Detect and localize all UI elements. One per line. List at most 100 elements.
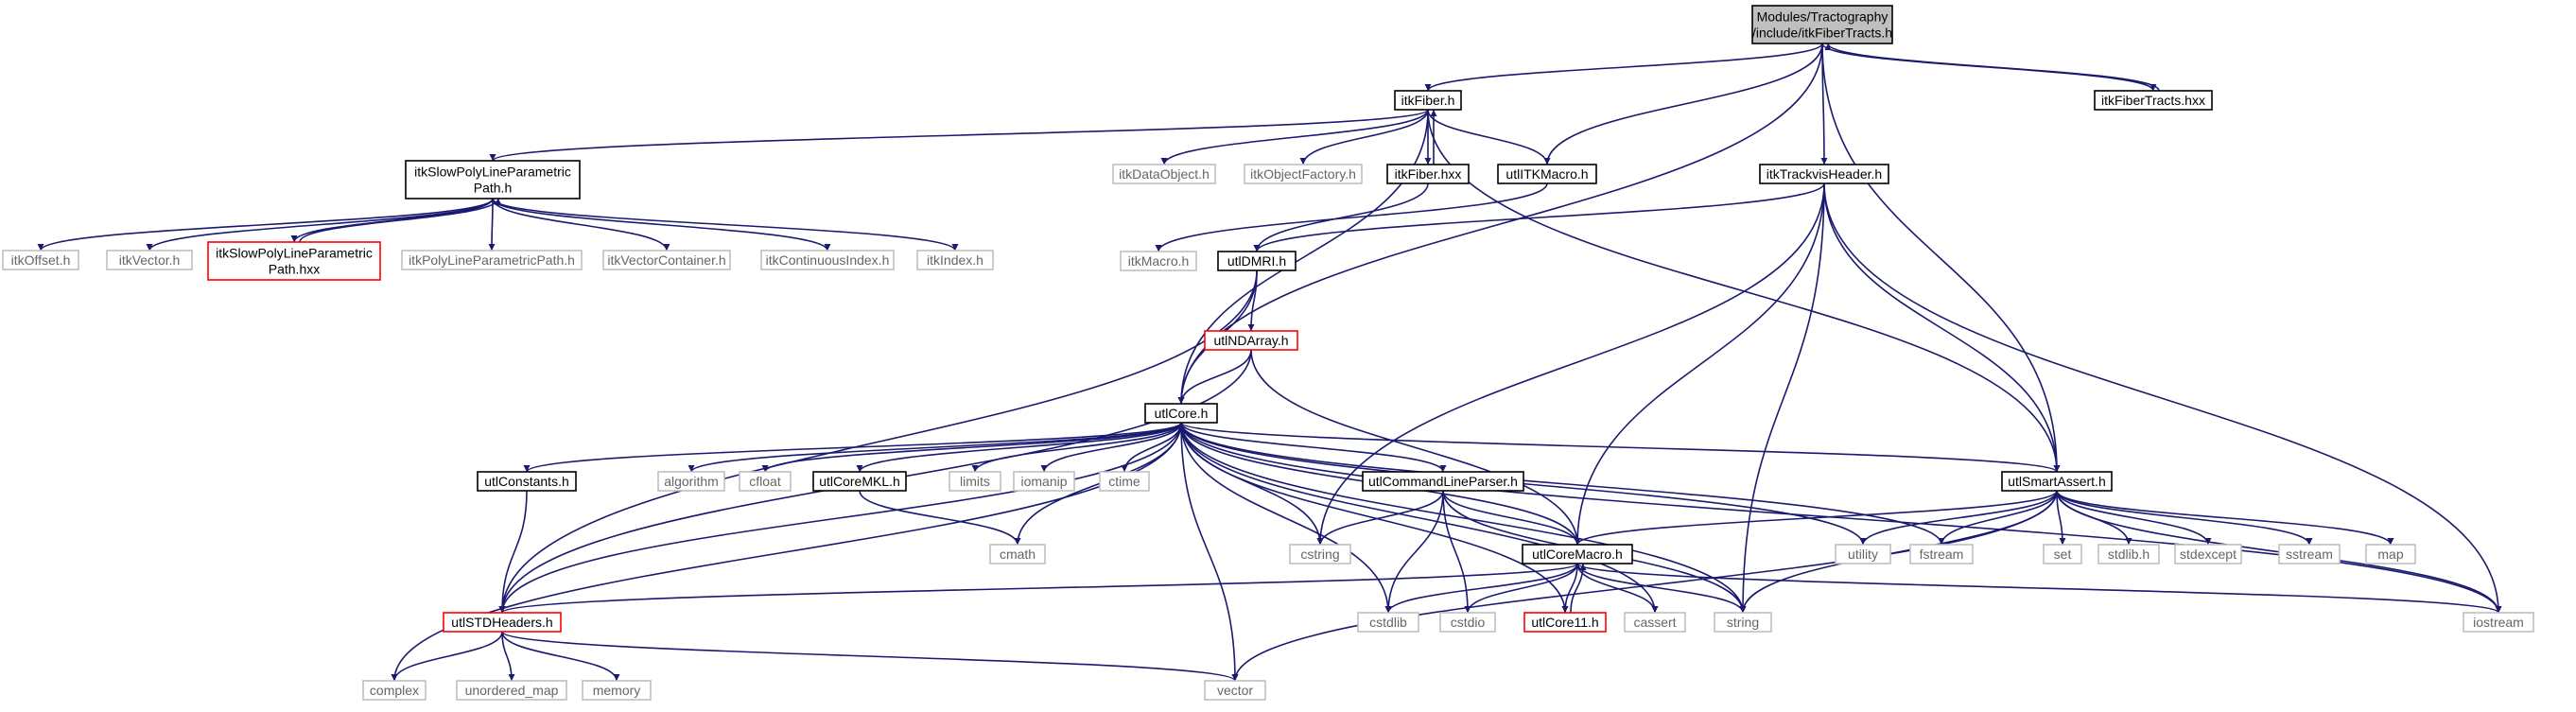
edge-utl-core-h-to-algorithm — [688, 422, 1182, 473]
node-fstream[interactable]: fstream — [1909, 544, 1974, 564]
node-label: utlCore.h — [1155, 406, 1209, 421]
edge-utl-core-h-to-utl-command-line-parser-h — [1180, 422, 1447, 473]
edge-itk-fiber-h-to-utl-core-h — [1177, 109, 1429, 405]
node-string[interactable]: string — [1714, 612, 1772, 633]
edge-utl-core-macro-h-to-cstdio — [1464, 563, 1578, 614]
node-utl-core-h[interactable]: utlCore.h — [1144, 403, 1218, 424]
node-itk-trackvis-header-h[interactable]: itkTrackvisHeader.h — [1759, 164, 1889, 184]
node-ctime[interactable]: ctime — [1099, 471, 1150, 492]
node-label: cstdlib — [1369, 615, 1407, 630]
node-itk-poly-line-h[interactable]: itkPolyLineParametricPath.h — [401, 250, 583, 270]
nodes-layer: Modules/Tractography/include/itkFiberTra… — [2, 5, 2534, 701]
edge-utl-core-h-to-iomanip — [1040, 422, 1182, 473]
node-utl-smart-assert-h[interactable]: utlSmartAssert.h — [2001, 471, 2113, 492]
edge-root-to-utl-itkmacro-h — [1543, 43, 1823, 165]
node-label: cstring — [1300, 547, 1339, 562]
node-itk-macro-h[interactable]: itkMacro.h — [1120, 251, 1197, 271]
node-root[interactable]: Modules/Tractography/include/itkFiberTra… — [1751, 5, 1893, 44]
node-itk-offset-h[interactable]: itkOffset.h — [2, 250, 79, 270]
node-itk-vector-container-h[interactable]: itkVectorContainer.h — [602, 250, 731, 270]
node-cstdio[interactable]: cstdio — [1439, 612, 1496, 633]
node-label: utlSmartAssert.h — [2008, 474, 2105, 489]
node-itk-fiber-tracts-hxx[interactable]: itkFiberTracts.hxx — [2094, 90, 2213, 111]
node-label: itkFiber.h — [1401, 93, 1455, 108]
node-iostream[interactable]: iostream — [2463, 612, 2534, 633]
edge-itk-trackvis-header-h-to-cstring — [1316, 182, 1825, 546]
node-itk-vector-h[interactable]: itkVector.h — [106, 250, 193, 270]
node-utl-constants-h[interactable]: utlConstants.h — [477, 471, 577, 492]
edge-utl-ndarray-h-to-utl-core-macro-h — [1250, 349, 1581, 546]
node-utl-core11-h[interactable]: utlCore11.h — [1523, 612, 1607, 633]
node-itk-index-h[interactable]: itkIndex.h — [916, 250, 994, 270]
node-algorithm[interactable]: algorithm — [657, 471, 725, 492]
node-label: utlCoreMacro.h — [1532, 547, 1623, 562]
node-cstdlib[interactable]: cstdlib — [1357, 612, 1419, 633]
node-sstream[interactable]: sstream — [2278, 544, 2341, 564]
node-label: utlCoreMKL.h — [819, 474, 900, 489]
node-box — [1714, 612, 1772, 633]
node-label: memory — [593, 683, 641, 698]
node-box — [2001, 471, 2113, 492]
edge-itk-fiber-h-to-itk-slow-poly-h — [489, 109, 1429, 162]
node-limits[interactable]: limits — [949, 471, 1001, 492]
node-cstring[interactable]: cstring — [1289, 544, 1351, 564]
node-box — [739, 471, 792, 492]
edge-utl-smart-assert-h-to-map — [2056, 490, 2394, 546]
node-box — [2174, 544, 2242, 564]
node-label: cmath — [1000, 547, 1036, 562]
edge-itk-fiber-h-to-utl-itkmacro-h — [1427, 109, 1551, 165]
node-label: map — [2377, 547, 2403, 562]
node-utility[interactable]: utility — [1835, 544, 1891, 564]
node-itk-object-factory-h[interactable]: itkObjectFactory.h — [1244, 164, 1363, 184]
node-stdlib-h[interactable]: stdlib.h — [2097, 544, 2160, 564]
edge-utl-command-line-parser-h-to-cstdlib — [1384, 490, 1444, 614]
edge-utl-smart-assert-h-to-utility — [1859, 490, 2058, 546]
edge-utl-core-macro-h-to-iostream — [1576, 563, 2502, 614]
node-utl-ndarray-h[interactable]: utlNDArray.h — [1204, 330, 1298, 351]
node-stdexcept[interactable]: stdexcept — [2174, 544, 2242, 564]
node-set[interactable]: set — [2043, 544, 2082, 564]
node-vector[interactable]: vector — [1204, 680, 1266, 701]
node-box — [405, 160, 581, 200]
edge-utl-stdheaders-h-to-memory — [501, 631, 620, 682]
node-unordered-map[interactable]: unordered_map — [456, 680, 567, 701]
node-utl-dmri-h[interactable]: utlDMRI.h — [1217, 251, 1297, 271]
node-utl-core-mkl-h[interactable]: utlCoreMKL.h — [812, 471, 907, 492]
edge-utl-core-h-to-vector — [1180, 422, 1239, 682]
edge-utl-smart-assert-h-to-utl-core-macro-h — [1574, 490, 2058, 546]
node-label: itkMacro.h — [1128, 253, 1190, 269]
node-label: utlCommandLineParser.h — [1368, 474, 1518, 489]
node-itk-fiber-h[interactable]: itkFiber.h — [1394, 90, 1462, 111]
edge-itk-trackvis-header-h-to-iostream — [1823, 182, 2502, 614]
node-memory[interactable]: memory — [582, 680, 652, 701]
node-label: utlDMRI.h — [1227, 253, 1286, 269]
node-complex[interactable]: complex — [362, 680, 426, 701]
edge-root-to-utl-smart-assert-h — [1821, 43, 2061, 473]
node-itk-continuous-index-h[interactable]: itkContinuousIndex.h — [760, 250, 895, 270]
node-iomanip[interactable]: iomanip — [1013, 471, 1075, 492]
node-itk-fiber-hxx[interactable]: itkFiber.hxx — [1386, 164, 1470, 184]
node-label: itkIndex.h — [927, 252, 983, 268]
node-cmath[interactable]: cmath — [989, 544, 1046, 564]
node-label: set — [2054, 547, 2072, 562]
node-label: utlConstants.h — [484, 474, 569, 489]
node-utl-command-line-parser-h[interactable]: utlCommandLineParser.h — [1362, 471, 1524, 492]
edge-utl-smart-assert-h-to-fstream — [1938, 490, 2058, 546]
node-box — [1217, 251, 1297, 271]
edge-itk-slow-poly-hxx-to-itk-slow-poly-h — [299, 198, 502, 243]
node-label: complex — [370, 683, 419, 698]
node-itk-data-object-h[interactable]: itkDataObject.h — [1112, 164, 1216, 184]
node-utl-stdheaders-h[interactable]: utlSTDHeaders.h — [443, 612, 562, 633]
edge-utl-core-macro-h-to-utl-core11-h — [1561, 563, 1578, 614]
node-map[interactable]: map — [2365, 544, 2416, 564]
node-cassert[interactable]: cassert — [1624, 612, 1686, 633]
node-cfloat[interactable]: cfloat — [739, 471, 792, 492]
edge-utl-smart-assert-h-to-set — [2056, 490, 2066, 546]
node-utl-core-macro-h[interactable]: utlCoreMacro.h — [1522, 544, 1633, 564]
node-box — [1204, 680, 1266, 701]
node-utl-itkmacro-h[interactable]: utlITKMacro.h — [1497, 164, 1597, 184]
edge-itk-slow-poly-h-to-itk-offset-h — [37, 198, 494, 252]
